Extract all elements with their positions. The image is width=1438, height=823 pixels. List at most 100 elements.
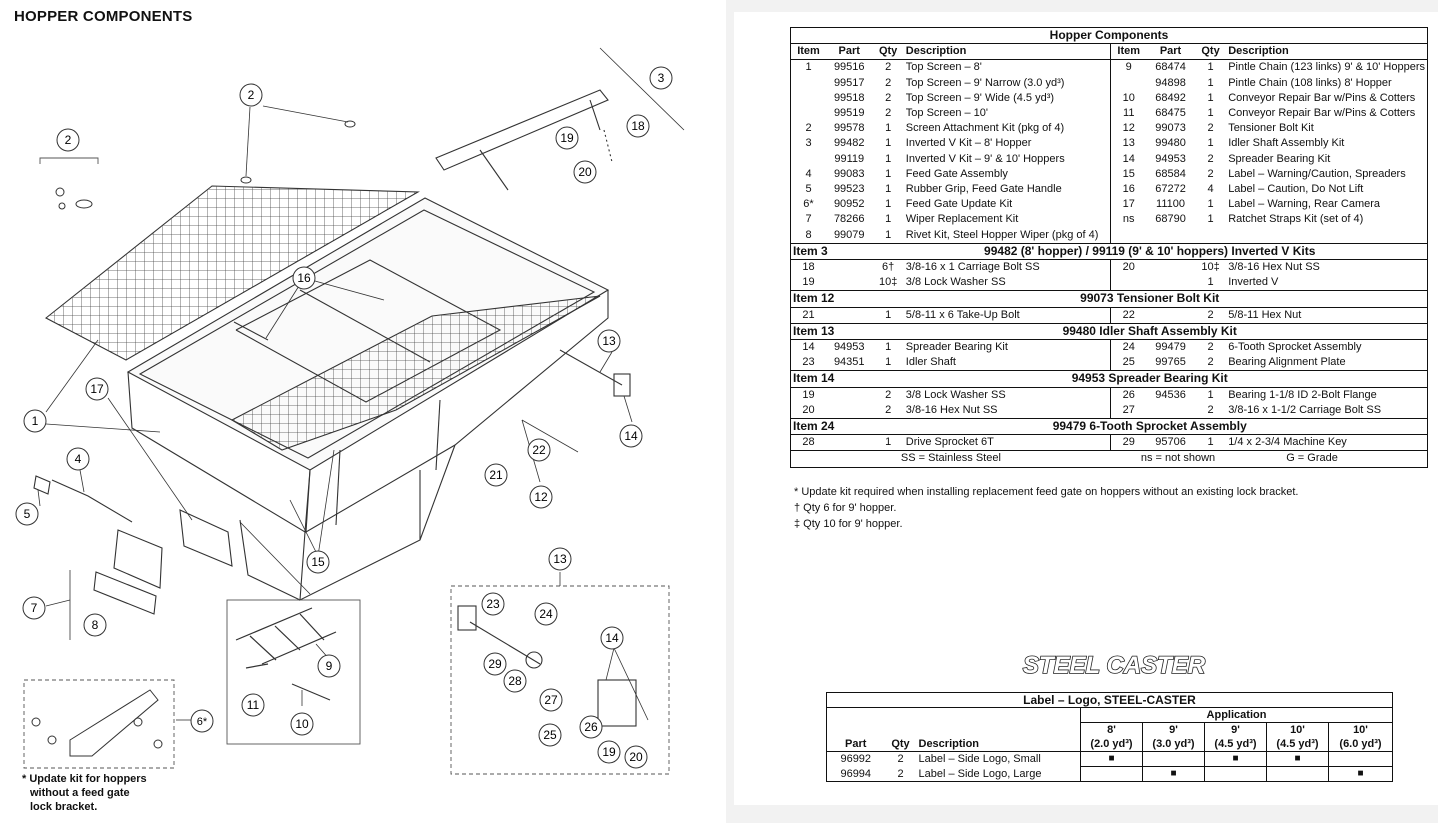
application-mark <box>1080 766 1143 782</box>
table-cell: Feed Gate Assembly <box>905 167 1008 180</box>
table-cell: 24 <box>1110 339 1147 356</box>
table-cell: 90952 <box>833 198 865 211</box>
svg-text:25: 25 <box>543 728 557 742</box>
table-cell: 1 <box>1207 137 1214 150</box>
svg-text:27: 27 <box>544 693 558 707</box>
table-cell: 67272 <box>1155 183 1186 196</box>
capacity-header: (6.0 yd³) <box>1328 737 1393 752</box>
table-cell: 11100 <box>1156 198 1185 211</box>
table-cell: 3/8 Lock Washer SS <box>905 388 1006 401</box>
application-mark <box>1142 751 1205 767</box>
table-cell: 15 <box>1110 166 1147 183</box>
table-cell: 99479 <box>1155 341 1186 354</box>
callout-19-bottom: 19 <box>597 740 621 764</box>
kit-note: * Update kit for hoppers without a feed … <box>22 772 147 814</box>
table-cell: 1 <box>885 341 892 354</box>
svg-text:2: 2 <box>65 133 72 147</box>
conveyor-box <box>226 599 361 745</box>
table-cell: 99119 <box>834 152 865 165</box>
table-cell: Top Screen – 8' <box>905 61 982 74</box>
table-cell: 68475 <box>1155 107 1186 120</box>
table-cell: 1 <box>885 122 892 135</box>
table-cell: 22 <box>1110 307 1147 324</box>
part-cell: 96992 <box>840 753 872 766</box>
table-cell: Top Screen – 10' <box>905 107 989 120</box>
callout-29: 29 <box>483 652 507 676</box>
table-cell: 29 <box>1110 434 1147 451</box>
table-cell: 14 <box>802 341 815 354</box>
footnote: ‡ Qty 10 for 9' hopper. <box>794 518 903 530</box>
hardware-icons <box>31 120 356 757</box>
table-cell: 1 <box>885 308 892 321</box>
table-cell: 4 <box>805 167 812 180</box>
application-mark <box>1328 751 1393 767</box>
svg-text:3: 3 <box>658 71 665 85</box>
size-header: 10' <box>1266 722 1329 737</box>
callout-10: 10 <box>290 712 314 736</box>
table-cell: 10‡ <box>878 276 898 289</box>
table-cell: 95706 <box>1155 436 1186 449</box>
table-cell <box>1110 75 1147 91</box>
qty-cell: 2 <box>897 767 904 780</box>
table-cell <box>1110 227 1147 244</box>
table-cell: Inverted V Kit – 8' Hopper <box>905 137 1032 150</box>
capacity-header: (4.5 yd³) <box>1266 737 1329 752</box>
callout-1: 1 <box>23 409 47 433</box>
table-cell: 23 <box>802 356 815 369</box>
table-cell <box>1195 228 1226 244</box>
table-cell: Idler Shaft <box>905 356 956 369</box>
table-cell: 5 <box>805 183 812 196</box>
svg-text:STEEL CASTER: STEEL CASTER <box>1023 652 1206 678</box>
blank-cell <box>827 723 1081 738</box>
table-cell: 1 <box>885 152 892 165</box>
svg-text:21: 21 <box>489 468 503 482</box>
page-gutter <box>726 0 734 823</box>
table-cell: 26 <box>1110 387 1147 403</box>
svg-text:9: 9 <box>326 659 333 673</box>
table-cell: 2 <box>1207 341 1214 354</box>
svg-text:2: 2 <box>248 88 255 102</box>
table-cell <box>826 307 872 323</box>
table-cell: 2 <box>1207 403 1214 416</box>
legend-item: G = Grade <box>1226 450 1428 468</box>
callout-5: 5 <box>15 502 39 526</box>
callout-18: 18 <box>626 114 650 138</box>
table-cell: 1 <box>1207 213 1214 226</box>
table-cell <box>791 91 827 106</box>
idler-shaft <box>457 349 637 727</box>
table-cell: Wiper Replacement Kit <box>905 213 1019 226</box>
table-cell: Top Screen – 9' Wide (4.5 yd³) <box>905 91 1055 104</box>
table-cell: 68584 <box>1155 167 1186 180</box>
table-cell: 1 <box>1207 61 1214 74</box>
table-cell: Bearing 1-1/8 ID 2-Bolt Flange <box>1228 388 1377 401</box>
table-cell: Ratchet Straps Kit (set of 4) <box>1228 213 1364 226</box>
svg-text:1: 1 <box>32 414 39 428</box>
table-cell: Rubber Grip, Feed Gate Handle <box>905 183 1062 196</box>
table-cell: 2 <box>1207 308 1214 321</box>
table-title: Hopper Components <box>790 27 1428 45</box>
svg-text:26: 26 <box>584 720 598 734</box>
svg-text:20: 20 <box>578 165 592 179</box>
table-cell: 3 <box>805 137 812 150</box>
svg-text:14: 14 <box>624 429 638 443</box>
table-cell: 2 <box>885 403 892 416</box>
application-header: Application <box>1080 707 1393 723</box>
table-cell <box>1146 307 1195 323</box>
table-cell: Conveyor Repair Bar w/Pins & Cotters <box>1228 91 1416 104</box>
callout-20-top: 20 <box>573 160 597 184</box>
table-cell: 19 <box>802 388 815 401</box>
table-cell: ns <box>1110 212 1147 228</box>
table-cell: 3/8 Lock Washer SS <box>905 276 1006 289</box>
table-cell: 1 <box>1207 198 1214 211</box>
table-cell <box>826 435 872 451</box>
svg-text:14: 14 <box>605 631 619 645</box>
table-cell: 1 <box>885 167 892 180</box>
